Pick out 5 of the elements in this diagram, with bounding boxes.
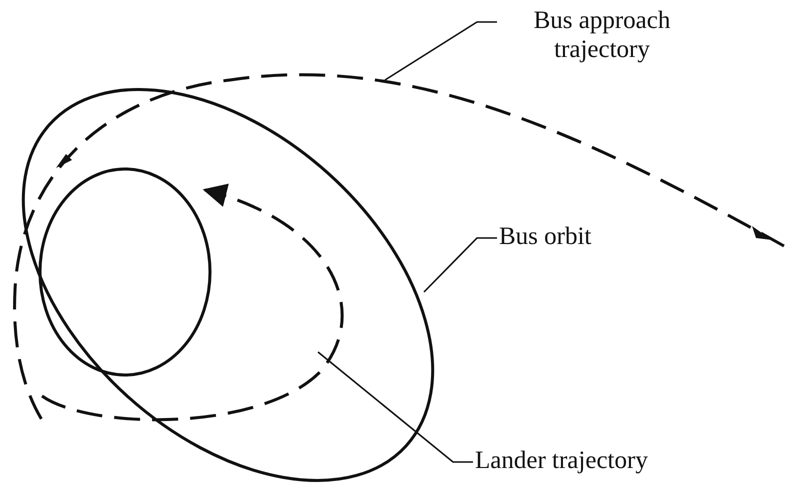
leader-line [384, 21, 497, 81]
leader-line [423, 237, 497, 293]
orbit-ellipse [22, 88, 434, 482]
approach-trajectory-line [13, 73, 785, 421]
leader-line [318, 351, 473, 463]
